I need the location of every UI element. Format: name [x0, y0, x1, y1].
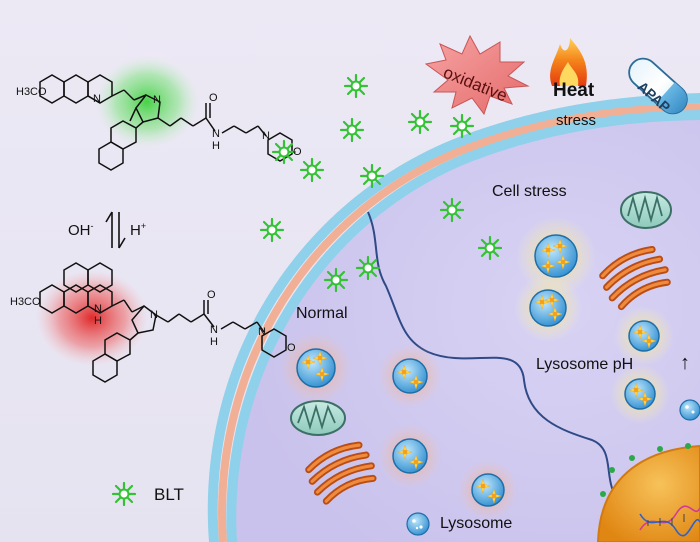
acridine-nh-label: N: [94, 303, 102, 315]
lysosome-normal: [280, 332, 352, 404]
carbonyl-o-label: O: [207, 289, 216, 301]
indolium-n-label: N: [150, 309, 158, 321]
morpholine-o-label: O: [287, 342, 296, 354]
amide-n-label: N: [212, 128, 220, 140]
mitochondrion: [290, 400, 346, 436]
methoxy-label: H3CO: [10, 296, 41, 308]
morpholine-n-label: N: [258, 326, 266, 338]
morpholine-o-label: O: [293, 146, 302, 158]
protonated-form-glow: [36, 270, 148, 366]
acridine-h-label: H: [94, 315, 102, 327]
lysosome-ph-label: Lysosome pH: [536, 356, 634, 373]
dna-icon: [639, 505, 700, 537]
carbonyl-o-label: O: [209, 92, 218, 104]
normal-label: Normal: [296, 305, 348, 322]
quinoline-n-label: N: [93, 93, 101, 105]
lysosome-normal: [378, 424, 442, 488]
neutral-blt-structure: [39, 74, 293, 171]
lysosome-stressed: [614, 306, 674, 366]
cell-membrane-inner: [226, 110, 700, 542]
equilibrium-left-label: OH-: [68, 221, 94, 239]
lysosome-stressed: [514, 274, 582, 342]
lysosome-icon: [679, 399, 700, 421]
neutral-form-glow: [95, 56, 199, 148]
lysosome-stressed: [516, 216, 596, 296]
region-divider-line: [367, 211, 641, 542]
cell-membrane-tails: [218, 103, 700, 542]
ph-up-arrow: ↑: [680, 352, 690, 374]
golgi-apparatus: [305, 245, 671, 505]
amide-h-label: H: [212, 140, 220, 152]
mitochondrion: [620, 191, 672, 229]
amide-h-label: H: [210, 336, 218, 348]
nucleus: [596, 443, 700, 542]
equilibrium-arrows: [105, 211, 126, 249]
blt-legend-label: BLT: [154, 485, 184, 504]
heat-label: Heat: [553, 80, 595, 101]
equilibrium-right-label: H+: [130, 221, 147, 239]
lysosome-normal: [378, 344, 442, 408]
amide-n-label: N: [210, 324, 218, 336]
stress-label: stress: [556, 112, 597, 129]
cell-stress-label: Cell stress: [492, 183, 567, 200]
cell-membrane-outer: [207, 93, 700, 542]
methoxy-label: H3CO: [16, 86, 47, 98]
flame-icon: [550, 38, 587, 86]
lysosome-normal: [458, 460, 518, 520]
lysosome-legend-icon: [406, 512, 430, 536]
apap-pill-icon: [628, 57, 688, 115]
lysosome-stressed: [610, 364, 670, 424]
indole-n-label: N: [153, 94, 161, 106]
morpholine-n-label: N: [262, 130, 270, 142]
lysosome-legend-label: Lysosome: [440, 515, 513, 532]
oxidative-burst: [424, 34, 530, 116]
